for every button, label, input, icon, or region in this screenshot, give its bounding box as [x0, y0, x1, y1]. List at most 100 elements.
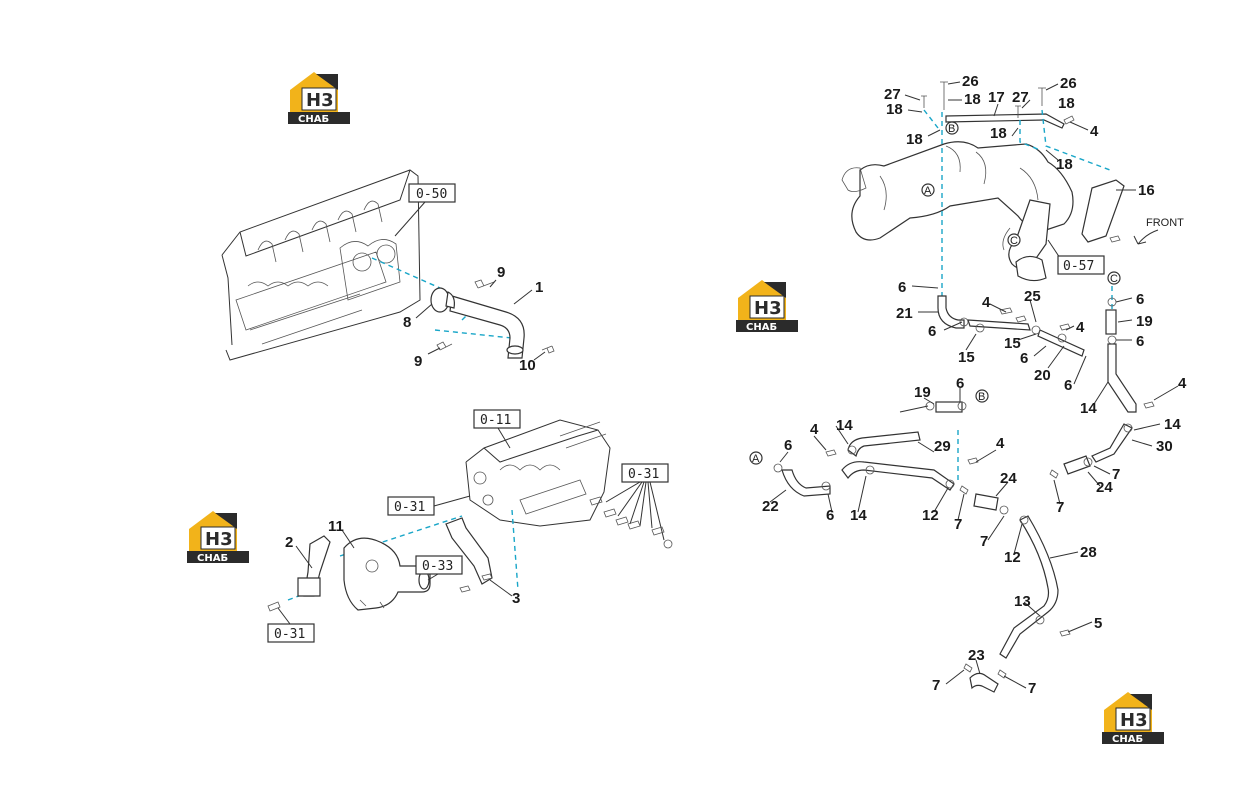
- bracket-part: [297, 535, 331, 597]
- callout-8: 8: [403, 314, 411, 331]
- callout: 4: [982, 294, 991, 311]
- circle-marker-a-top: A: [921, 183, 935, 197]
- callout: 6: [1136, 291, 1144, 308]
- callout: 6: [784, 437, 792, 454]
- tube-17-part: [921, 81, 1075, 129]
- callout: 25: [1024, 288, 1041, 305]
- hose-24-upper-part: [1063, 455, 1091, 475]
- tube-28-part: [999, 515, 1059, 659]
- ref-box-0-57: 0-57: [1047, 239, 1105, 275]
- callout: 26: [962, 73, 979, 90]
- ref-label: 0-31: [628, 467, 659, 482]
- callout: 12: [1004, 549, 1021, 566]
- callout: 18: [1056, 156, 1073, 173]
- callout: 24: [1096, 479, 1113, 496]
- watermark-logo: Н3 СНАБ: [1101, 691, 1165, 745]
- cylinder-head-outline: [465, 419, 611, 527]
- callout: 7: [1056, 499, 1064, 516]
- callout: 4: [1090, 123, 1099, 140]
- callout: 17: [988, 89, 1005, 106]
- callout: 6: [1136, 333, 1144, 350]
- hose-19-upper-part: [1105, 309, 1117, 335]
- callout: 22: [762, 498, 779, 515]
- ref-box-0-31-right: 0-31: [589, 463, 673, 549]
- front-direction-indicator: FRONT: [1133, 217, 1184, 245]
- callout: 4: [1076, 319, 1085, 336]
- crossover-pipe: [841, 141, 1074, 282]
- callouts-right: 27 26 18 17 27 26 18 18 4 18 18 18 16 6 …: [762, 73, 1187, 697]
- svg-text:СНАБ: СНАБ: [298, 114, 329, 125]
- callout: 29: [934, 438, 951, 455]
- callout: 18: [906, 131, 923, 148]
- assembly-top-left: 0-50 9 1 8 9 10: [221, 169, 555, 374]
- callout: 4: [1178, 375, 1187, 392]
- leader-lines-right: [769, 81, 1179, 689]
- callout: 14: [1164, 416, 1181, 433]
- hose-23-part: [969, 672, 999, 693]
- callout: 27: [884, 86, 901, 103]
- callout-11: 11: [328, 518, 344, 535]
- circle-marker-a: A: [749, 451, 763, 465]
- ref-label: 0-31: [274, 627, 305, 642]
- svg-text:Н3: Н3: [205, 529, 233, 550]
- circle-marker-b: B: [975, 389, 989, 403]
- callout: 6: [928, 323, 936, 340]
- ref-label: 0-11: [480, 413, 511, 428]
- callout: 27: [1012, 89, 1029, 106]
- thermostat-housing-part: [343, 537, 431, 611]
- tube-29-part: [841, 431, 955, 491]
- ref-label: 0-31: [394, 500, 425, 515]
- ref-box-0-33: 0-33: [415, 555, 471, 593]
- callout: 19: [914, 384, 931, 401]
- tube-30-part: [1091, 423, 1133, 463]
- callout-2: 2: [285, 534, 293, 551]
- assembly-right: 0-57 FRONT A B C C B A: [749, 73, 1187, 697]
- svg-text:A: A: [752, 453, 760, 465]
- callout: 21: [896, 305, 913, 322]
- support-bracket-part: [445, 517, 493, 585]
- callout: 6: [956, 375, 964, 392]
- bolt-set-top-left: [436, 279, 555, 354]
- callout: 28: [1080, 544, 1097, 561]
- callout: 6: [1064, 377, 1072, 394]
- callout-1: 1: [535, 279, 543, 296]
- watermark-logo: Н3 СНАБ: [287, 71, 351, 125]
- callout: 16: [1138, 182, 1155, 199]
- svg-text:C: C: [1110, 273, 1118, 285]
- callout: 7: [932, 677, 940, 694]
- circle-marker-b-top: B: [945, 121, 959, 135]
- engine-block-outline: [221, 169, 421, 361]
- callout: 26: [1060, 75, 1077, 92]
- tube-20-part: [1037, 329, 1085, 357]
- callout: 12: [922, 507, 939, 524]
- ref-box-0-50: 0-50: [394, 183, 456, 237]
- ref-box-0-31-center: 0-31: [387, 495, 471, 516]
- callout: 30: [1156, 438, 1173, 455]
- ref-label: 0-57: [1063, 259, 1094, 274]
- callout: 20: [1034, 367, 1051, 384]
- callout: 7: [980, 533, 988, 550]
- callout: 18: [990, 125, 1007, 142]
- callout: 7: [954, 516, 962, 533]
- svg-text:C: C: [1010, 235, 1018, 247]
- bracket-16-part: [1081, 179, 1125, 243]
- callout: 18: [964, 91, 981, 108]
- front-label: FRONT: [1146, 217, 1184, 229]
- callout-10: 10: [519, 357, 536, 374]
- svg-text:Н3: Н3: [1120, 710, 1148, 731]
- callout: 13: [1014, 593, 1031, 610]
- water-pipe-part: [445, 291, 525, 359]
- svg-text:Н3: Н3: [754, 298, 782, 319]
- tube-21-part: [937, 295, 965, 329]
- callout: 6: [898, 279, 906, 296]
- callout: 6: [1020, 350, 1028, 367]
- svg-text:B: B: [948, 123, 955, 135]
- svg-text:СНАБ: СНАБ: [197, 553, 228, 564]
- hose-24-lower-part: [973, 493, 999, 511]
- callout-9: 9: [497, 264, 505, 281]
- watermark-logo: Н3 СНАБ: [735, 279, 799, 333]
- hose-19-lower-part: [935, 401, 963, 413]
- callout: 19: [1136, 313, 1153, 330]
- callout-3: 3: [512, 590, 520, 607]
